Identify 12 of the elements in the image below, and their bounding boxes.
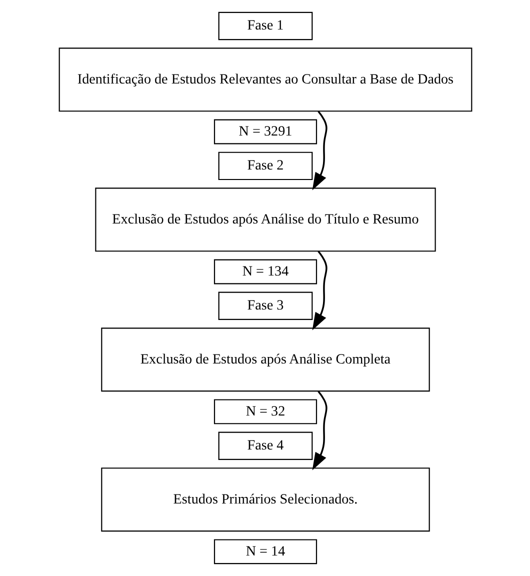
node-box: N = 3291 — [213, 119, 317, 144]
node-box: Exclusão de Estudos após Análise Completa — [100, 328, 430, 392]
node-box: Fase 2 — [218, 152, 312, 180]
node-box: Fase 1 — [218, 12, 312, 40]
node-box: Fase 4 — [218, 432, 312, 460]
node-box: Estudos Primários Selecionados. — [100, 468, 430, 532]
node-box: Fase 3 — [218, 292, 312, 320]
node-box: N = 32 — [213, 399, 317, 424]
node-box: N = 14 — [213, 539, 317, 564]
node-box: Identificação de Estudos Relevantes ao Consultar a Base de Dados — [58, 48, 472, 112]
node-box: N = 134 — [213, 259, 317, 284]
node-box: Exclusão de Estudos após Análise do Título e Resumo — [94, 188, 436, 252]
